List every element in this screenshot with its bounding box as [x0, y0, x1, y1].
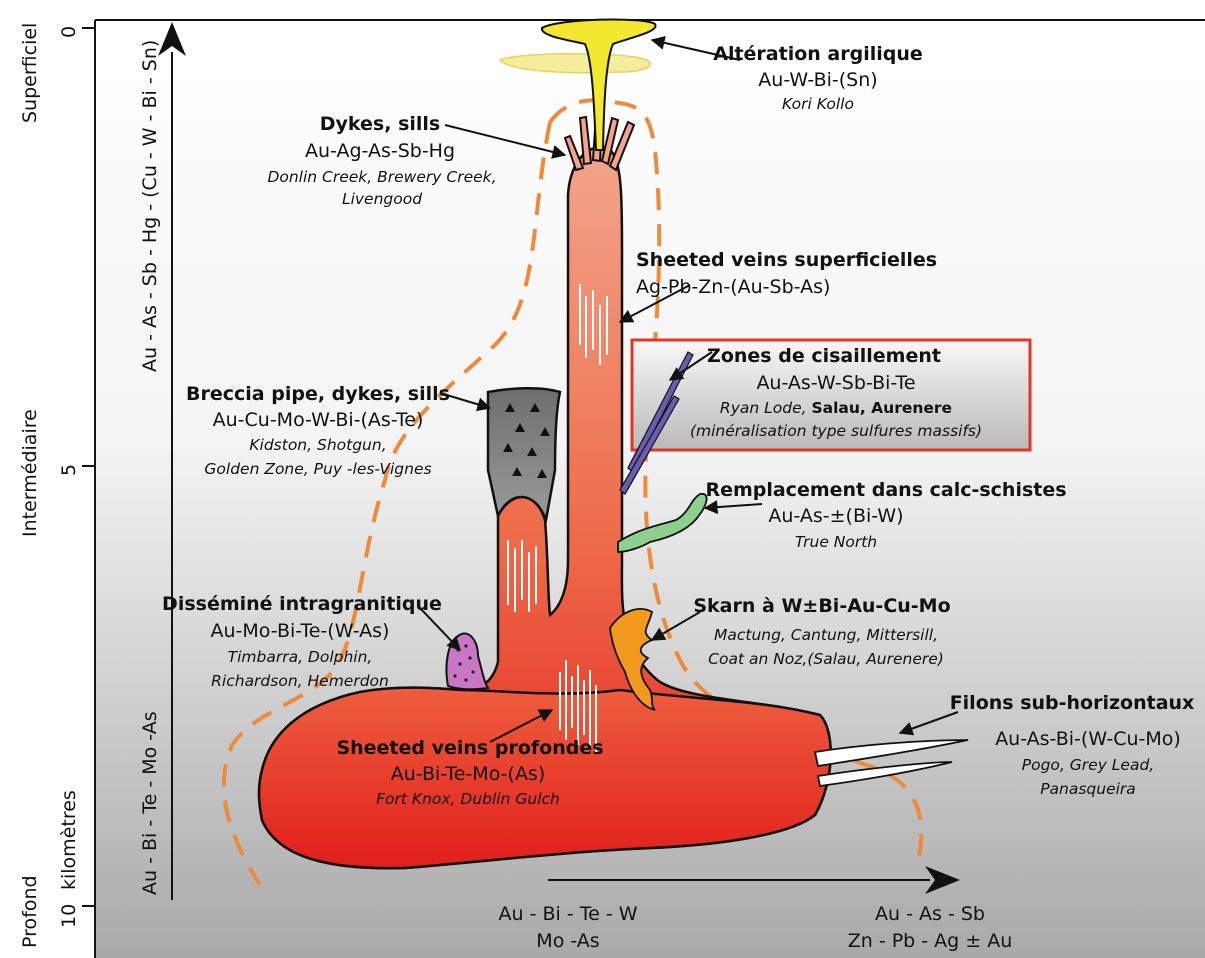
distal-elements-line2: Zn - Pb - Ag ± Au	[848, 930, 1013, 952]
sheeted-prof-title: Sheeted veins profondes	[336, 737, 603, 759]
sheeted-prof-deposits: Fort Knox, Dublin Gulch	[376, 790, 560, 808]
zones-deposits: Ryan Lode, Salau, Aurenere	[720, 399, 952, 417]
tick-label-10: 10	[58, 904, 80, 928]
sheeted-prof-elements: Au-Bi-Te-Mo-(As)	[391, 763, 546, 785]
filons-deposits-1: Pogo, Grey Lead,	[1022, 756, 1154, 774]
distal-elements-line1: Au - As - Sb	[875, 903, 985, 925]
filons-deposits-2: Panasqueira	[1040, 780, 1136, 798]
dissemine-title: Disséminé intragranitique	[162, 593, 442, 615]
alteration-deposits: Kori Kollo	[782, 95, 854, 113]
dykes-title: Dykes, sills	[320, 113, 440, 135]
dissemine-deposits-1: Timbarra, Dolphin,	[228, 648, 373, 666]
depth-unit-label: kilomètres	[58, 790, 80, 890]
element-zoning-lower: Au - Bi - Te - Mo -As	[139, 711, 161, 895]
zones-note: (minéralisation type sulfures massifs)	[690, 422, 982, 440]
dissemine-elements: Au-Mo-Bi-Te-(W-As)	[211, 620, 390, 642]
sheeted-sup-elements: Ag-Pb-Zn-(Au-Sb-As)	[636, 276, 830, 298]
filons-elements: Au-As-Bi-(W-Cu-Mo)	[995, 728, 1181, 750]
skarn-deposits-2: Coat an Noz,(Salau, Aurenere)	[708, 650, 944, 668]
dykes-elements: Au-Ag-As-Sb-Hg	[305, 140, 455, 162]
sheeted-sup-title: Sheeted veins superficielles	[636, 249, 937, 271]
proximal-elements-line2: Mo -As	[536, 930, 599, 952]
remplacement-deposits: True North	[795, 533, 877, 551]
dykes-deposits-2: Livengood	[342, 190, 422, 208]
breccia-elements: Au-Cu-Mo-W-Bi-(As-Te)	[213, 409, 424, 431]
level-superficiel: Superficiel	[19, 23, 41, 123]
level-profond: Profond	[19, 875, 41, 948]
breccia-deposits-2: Golden Zone, Puy -les-Vignes	[204, 460, 431, 478]
skarn-title: Skarn à W±Bi-Au-Cu-Mo	[693, 595, 950, 617]
tick-label-5: 5	[58, 464, 80, 476]
remplacement-elements: Au-As-±(Bi-W)	[768, 505, 903, 527]
skarn-deposits-1: Mactung, Cantung, Mittersill,	[714, 626, 938, 644]
dykes-deposits-1: Donlin Creek, Brewery Creek,	[267, 168, 496, 186]
filons-title: Filons sub-horizontaux	[950, 692, 1195, 714]
remplacement-title: Remplacement dans calc-schistes	[705, 479, 1066, 501]
label-breccia-pipe: Breccia pipe, dykes, sills Au-Cu-Mo-W-Bi…	[186, 383, 450, 478]
dissemine-deposits-2: Richardson, Hemerdon	[211, 672, 389, 690]
alteration-elements: Au-W-Bi-(Sn)	[758, 69, 877, 91]
alteration-title: Altération argilique	[713, 43, 923, 65]
breccia-deposits-1: Kidston, Shotgun,	[249, 436, 386, 454]
tick-label-0: 0	[58, 26, 80, 38]
zones-elements: Au-As-W-Sb-Bi-Te	[756, 372, 915, 394]
label-skarn: Skarn à W±Bi-Au-Cu-Mo Mactung, Cantung, …	[693, 595, 950, 668]
level-intermediaire: Intermédiaire	[19, 409, 41, 537]
proximal-elements-line1: Au - Bi - Te - W	[498, 903, 637, 925]
element-zoning-upper: Au - As - Sb - Hg - (Cu - W - Bi - Sn)	[139, 40, 161, 372]
breccia-title: Breccia pipe, dykes, sills	[186, 383, 450, 405]
zones-title: Zones de cisaillement	[707, 345, 941, 367]
